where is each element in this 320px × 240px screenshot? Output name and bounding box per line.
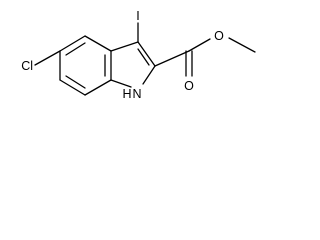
bond-c5-c4	[59, 35, 86, 52]
bond-c3a-c3	[110, 41, 139, 52]
structure-canvas: Cl I N H O O	[0, 0, 283, 131]
bond-c3-c2	[137, 41, 156, 67]
atom-label-chlorine: Cl	[21, 59, 33, 73]
atom-label-ester-oxygen: O	[214, 29, 224, 43]
molecule-structure: Cl I N H O O	[21, 9, 256, 101]
atom-label-iodine: I	[136, 9, 139, 23]
atom-label-carbonyl-oxygen: O	[184, 79, 194, 93]
bond-carbonyl-o-ester	[188, 38, 211, 52]
bond-c7-c6-inner	[65, 75, 86, 89]
bond-c3-c2-inner	[137, 48, 150, 66]
bond-c7-c6	[59, 79, 86, 96]
atom-label-nitrogen: N	[132, 87, 141, 101]
atom-label-nh-hydrogen: H	[122, 87, 131, 101]
bond-c2-n1	[142, 65, 156, 85]
bond-c5-c4-inner	[65, 42, 86, 56]
bond-n1-c7a	[110, 79, 132, 88]
bond-c7a-c7	[84, 79, 112, 96]
bond-o-methyl	[228, 37, 256, 53]
bond-c4-c3a	[84, 35, 112, 52]
bond-c5-cl	[34, 50, 61, 66]
bond-c2-carbonyl	[154, 50, 190, 67]
